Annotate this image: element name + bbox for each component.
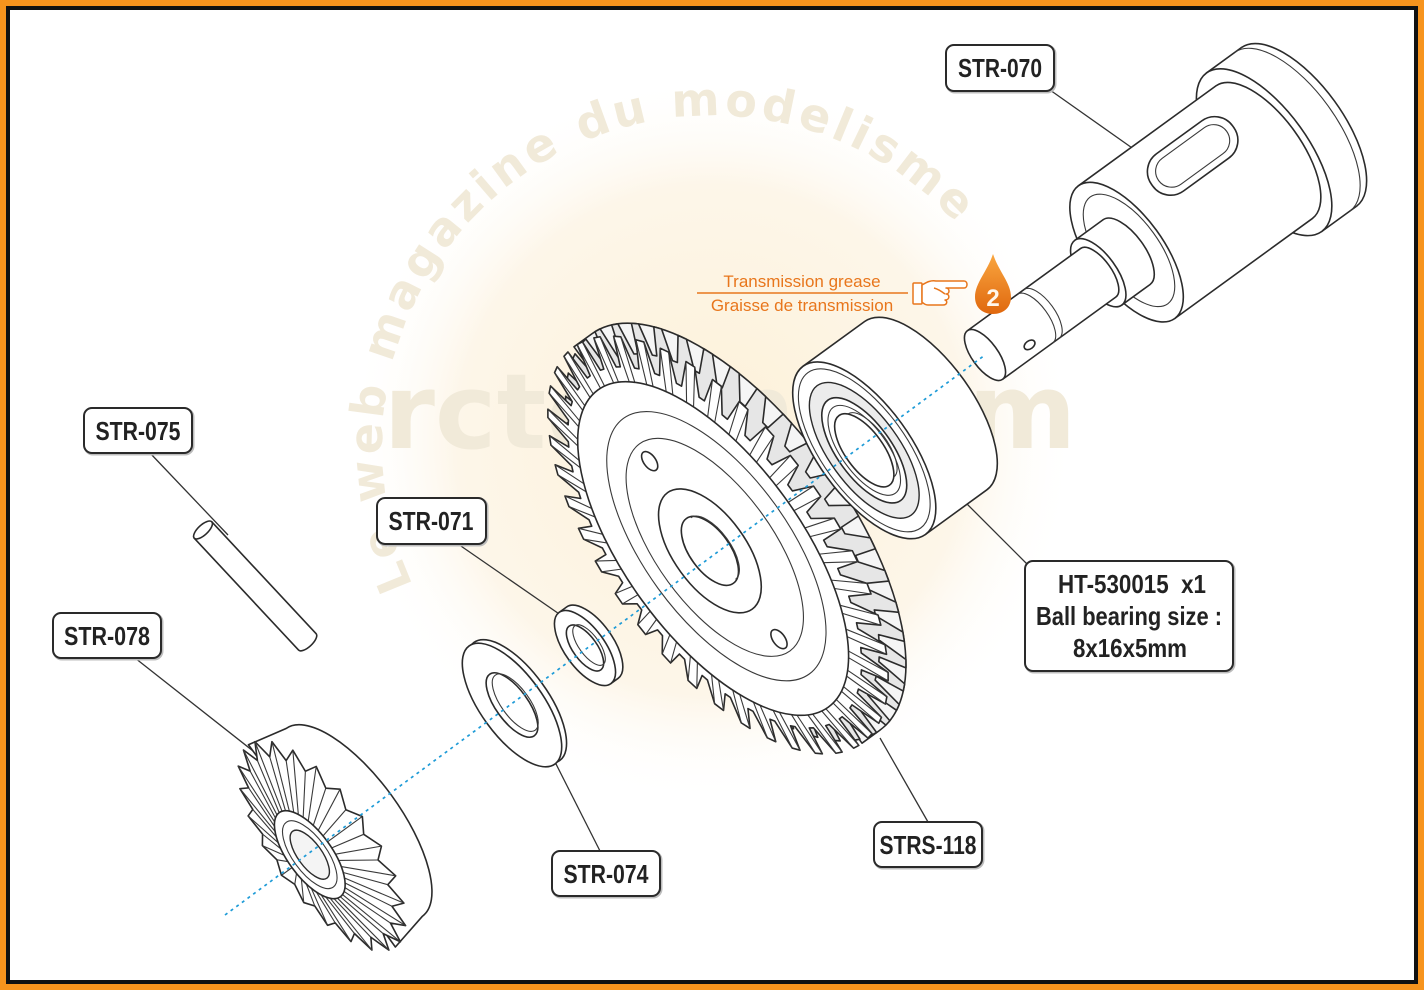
- callout-bearing-size: 8x16x5mm: [1073, 633, 1187, 663]
- callout-bearing-part: HT-530015 x1: [1058, 569, 1206, 599]
- washer-str-074: [461, 638, 568, 768]
- pointing-hand-icon: [912, 280, 968, 306]
- axis-line: [224, 354, 986, 916]
- grease-note-en: Transmission grease: [723, 272, 880, 291]
- leader-line-strs-118: [879, 737, 929, 823]
- bearing-bore: [833, 412, 895, 488]
- pin-str-075: [192, 520, 318, 652]
- grease-note-fr: Graisse de transmission: [711, 296, 893, 315]
- callout-strs-118-text: STRS-118: [880, 830, 977, 860]
- shaft-cross-hole: [1023, 339, 1036, 351]
- callout-str-075-text: STR-075: [96, 416, 181, 446]
- callout-str-071-text: STR-071: [389, 506, 474, 536]
- grease-step-number: 2: [986, 285, 999, 312]
- leader-line-str-078: [134, 657, 263, 759]
- leader-line-str-070: [1049, 89, 1136, 151]
- pinion-bore: [289, 829, 331, 880]
- callout-str-074: STR-074: [551, 850, 663, 899]
- leader-line-str-074: [554, 761, 601, 852]
- ring-gear-bolt-hole: [770, 628, 788, 650]
- callout-str-071: STR-071: [376, 497, 489, 547]
- cup-slot: [1146, 115, 1239, 196]
- leader-line-str-075: [149, 452, 229, 536]
- output-cup-str-070: [963, 42, 1368, 382]
- grease-drop-icon: 2: [975, 254, 1011, 314]
- callout-bearing-size-label: Ball bearing size :: [1036, 601, 1222, 631]
- grease-note: Transmission grease Graisse de transmiss…: [697, 254, 1011, 315]
- callout-bearing: HT-530015 x1 Ball bearing size : 8x16x5m…: [1024, 560, 1236, 674]
- pinion-gear-str-078: [237, 723, 433, 951]
- ring-gear-tooth-lines: [547, 335, 889, 755]
- callout-str-078-text: STR-078: [64, 621, 150, 651]
- callout-str-070-text: STR-070: [958, 53, 1042, 83]
- pinion-tooth-lines: [237, 741, 406, 951]
- callout-strs-118: STRS-118: [873, 821, 985, 870]
- ball-bearing-ht-530015: [791, 316, 999, 540]
- callout-str-075: STR-075: [83, 407, 195, 456]
- ring-gear-bore: [680, 515, 740, 587]
- leader-line-str-071: [457, 543, 566, 619]
- callout-str-078: STR-078: [52, 612, 164, 661]
- callout-str-074-text: STR-074: [564, 859, 649, 889]
- callout-str-070: STR-070: [945, 44, 1057, 94]
- ring-gear-bolt-hole: [640, 450, 659, 472]
- ring-gear-strs-118: [547, 322, 907, 755]
